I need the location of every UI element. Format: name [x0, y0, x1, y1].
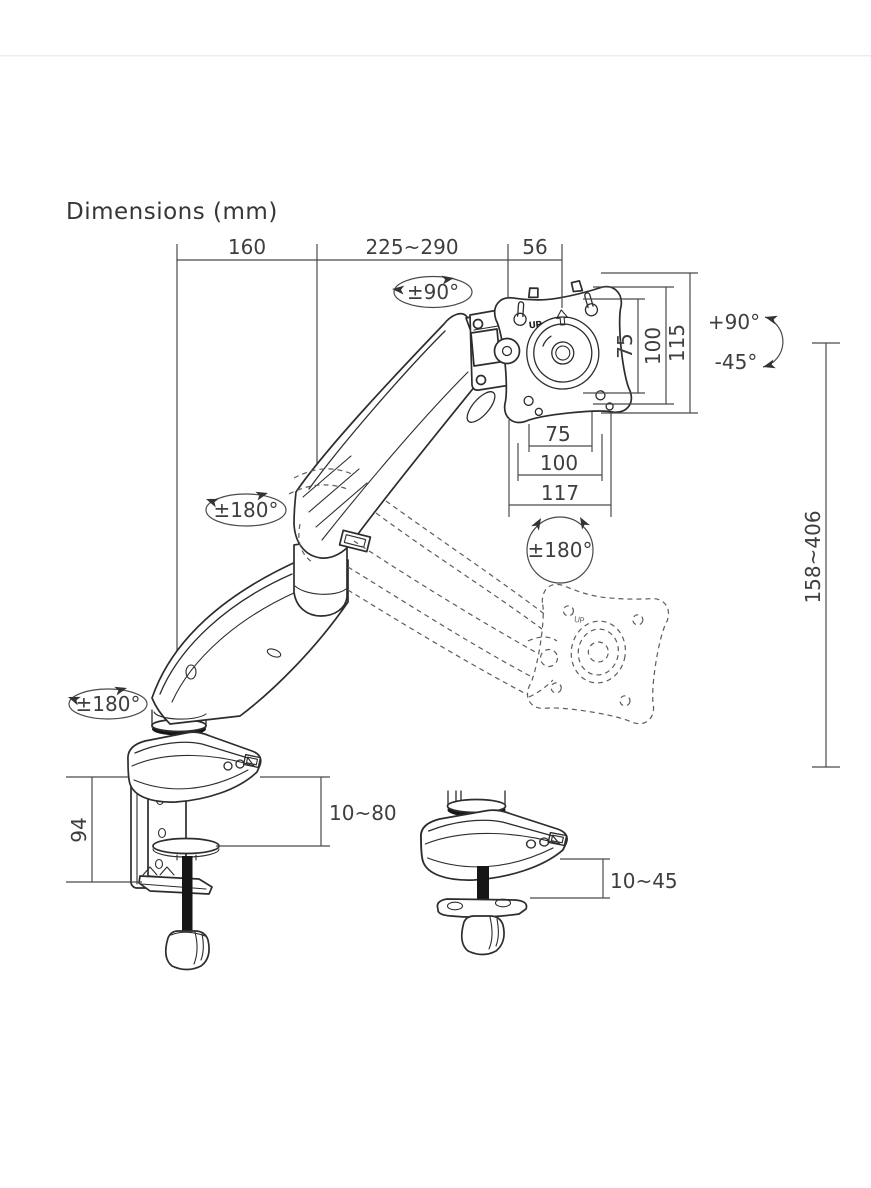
dim-vesa-horizontal: 75 100 117: [508, 412, 612, 517]
vesa-plate: UP: [492, 280, 634, 425]
plate-tabs: [527, 280, 584, 299]
angle-label-pm180-elbow: ±180°: [214, 498, 279, 522]
desk-clamp-base: [127, 709, 262, 803]
clamp-lower-arm: [138, 875, 213, 895]
dim-top-widths: 160 225~290 56: [176, 235, 563, 308]
dim-height-range: 158~406: [801, 342, 840, 768]
dim-label-10-80: 10~80: [329, 801, 397, 825]
angle-label-pm90: ±90°: [407, 280, 459, 304]
dim-label-56: 56: [522, 235, 547, 259]
angle-label-plus90: +90°: [708, 310, 760, 334]
page-title: Dimensions (mm): [66, 199, 278, 225]
clamp-knob: [164, 930, 210, 971]
dim-vesa-vertical: 75 100 115: [583, 272, 698, 414]
angle-label-pm180-base: ±180°: [76, 692, 141, 716]
dim-label-115: 115: [665, 324, 689, 362]
dim-label-117: 117: [541, 481, 579, 505]
dim-label-158-406: 158~406: [801, 510, 825, 603]
up-label: UP: [528, 320, 543, 331]
spring-slot: [466, 391, 496, 423]
grommet-knob: [460, 915, 505, 956]
clamp-screw: [182, 856, 193, 934]
dim-label-94: 94: [67, 817, 91, 842]
up-arrow-icon: [556, 309, 569, 326]
dimension-annotations: 160 225~290 56 ±90° 75 100 115 75 100 11…: [66, 235, 840, 899]
dim-label-h75: 75: [545, 422, 570, 446]
dim-label-v75: 75: [613, 333, 637, 358]
angle-head-swivel: ±90°: [391, 273, 473, 309]
angle-head-rotation: ±180°: [526, 514, 594, 584]
dim-clamp-thickness: 10~80: [216, 776, 397, 847]
up-label-ghost: UP: [573, 615, 585, 626]
grommet-screw: [477, 866, 489, 902]
rotation-arrow-icon: [531, 515, 545, 531]
dim-label-160: 160: [228, 235, 266, 259]
grommet-plate: [436, 898, 528, 918]
angle-tilt: +90° -45°: [708, 310, 784, 374]
clamp-teeth: [142, 866, 175, 876]
ghost-vesa-plate: UP: [524, 580, 672, 727]
page-divider: [0, 55, 871, 57]
vesa-pivot: [470, 318, 521, 386]
keyhole-top-right: [584, 292, 599, 317]
dim-label-v100: 100: [641, 327, 665, 365]
dim-label-225-290: 225~290: [365, 235, 458, 259]
angle-label-pm180-head: ±180°: [528, 538, 593, 562]
tilt-arrow-icon: [763, 312, 778, 325]
monitor-arm-drawing: UP: [127, 280, 634, 971]
hub-outer: [526, 316, 600, 390]
keyhole-top-left: [513, 301, 527, 326]
ghost-arm: UP: [288, 468, 672, 727]
clamp-pad: [152, 837, 220, 855]
grommet-base: [419, 790, 568, 956]
dim-grommet-thickness: 10~45: [530, 858, 678, 899]
angle-elbow-swivel: ±180°: [204, 488, 287, 527]
angle-base-swivel: ±180°: [66, 683, 148, 720]
dim-label-h100: 100: [540, 451, 578, 475]
dim-clamp-height: 94: [66, 776, 142, 883]
c-clamp: [130, 775, 220, 971]
dim-label-10-45: 10~45: [610, 869, 678, 893]
angle-label-minus45: -45°: [715, 350, 758, 374]
